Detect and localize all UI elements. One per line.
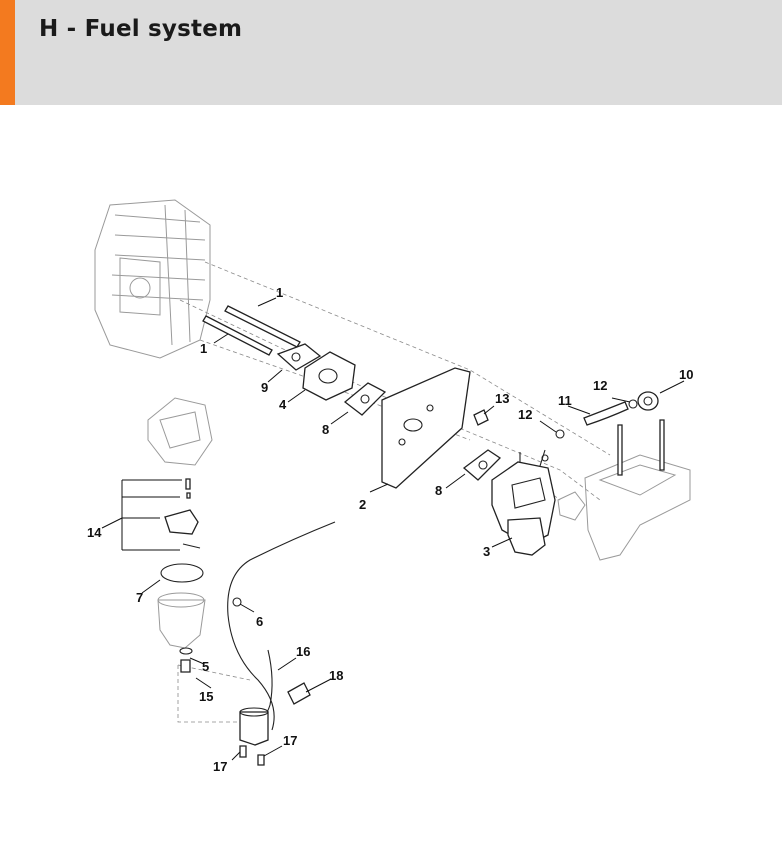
callout-16: 16 xyxy=(296,644,310,659)
fuel-filter xyxy=(637,391,659,411)
float-bowl-o-ring xyxy=(160,563,204,583)
throttle-cable xyxy=(227,521,336,731)
carburetor-gasket-upper xyxy=(343,382,387,416)
float-bowl xyxy=(157,592,206,649)
callout-12-lower: 12 xyxy=(518,407,532,422)
fuel-system-diagram: 1 1 9 4 8 2 8 3 13 12 11 12 10 14 7 6 5 … xyxy=(87,199,693,774)
page-header: H - Fuel system xyxy=(0,0,782,105)
hose-clamp-upper xyxy=(628,399,638,409)
callout-6: 6 xyxy=(256,614,263,629)
wire-terminal xyxy=(287,682,311,705)
fuel-tank xyxy=(584,419,691,561)
bowl-washer xyxy=(179,647,193,655)
fuel-shutoff-solenoid xyxy=(239,707,269,746)
callout-17-right: 17 xyxy=(283,733,297,748)
bowl-screw xyxy=(180,659,191,673)
fuel-hose xyxy=(583,401,629,426)
intake-spacer xyxy=(302,351,356,401)
callout-2: 2 xyxy=(359,497,366,512)
callout-7: 7 xyxy=(136,590,143,605)
solenoid-screw-left xyxy=(239,745,247,758)
air-filter-gasket xyxy=(557,491,586,521)
callout-15: 15 xyxy=(199,689,213,704)
callout-5: 5 xyxy=(202,659,209,674)
callout-8-lower: 8 xyxy=(435,483,442,498)
solenoid-wire xyxy=(261,649,273,716)
callout-13: 13 xyxy=(495,391,509,406)
callout-1-lower: 1 xyxy=(200,341,207,356)
heat-shield-plate xyxy=(381,367,471,489)
carburetor-detail-view xyxy=(147,397,213,466)
callout-18: 18 xyxy=(329,668,343,683)
solenoid-screw-right xyxy=(257,754,265,766)
callout-12-upper: 12 xyxy=(593,378,607,393)
intake-studs xyxy=(202,305,301,356)
callout-9: 9 xyxy=(261,380,268,395)
callout-1-upper: 1 xyxy=(276,285,283,300)
carburetor-repair-kit xyxy=(164,478,201,549)
callout-10: 10 xyxy=(679,367,693,382)
callout-17-left: 17 xyxy=(213,759,227,774)
callout-leader-lines xyxy=(101,297,685,761)
callout-8-upper: 8 xyxy=(322,422,329,437)
callout-4: 4 xyxy=(279,397,287,412)
carburetor xyxy=(491,449,556,556)
callout-labels: 1 1 9 4 8 2 8 3 13 12 11 12 10 14 7 6 5 … xyxy=(87,285,693,774)
carburetor-gasket-lower xyxy=(462,449,502,481)
intake-gasket xyxy=(276,343,322,371)
callout-11: 11 xyxy=(558,393,572,408)
cable-grommet xyxy=(232,597,242,607)
callout-3: 3 xyxy=(483,544,490,559)
callout-14: 14 xyxy=(87,525,102,540)
header-accent-bar xyxy=(0,0,15,105)
page-title: H - Fuel system xyxy=(39,16,243,42)
hose-clamp-lower xyxy=(555,429,565,439)
engine-block xyxy=(94,199,211,359)
